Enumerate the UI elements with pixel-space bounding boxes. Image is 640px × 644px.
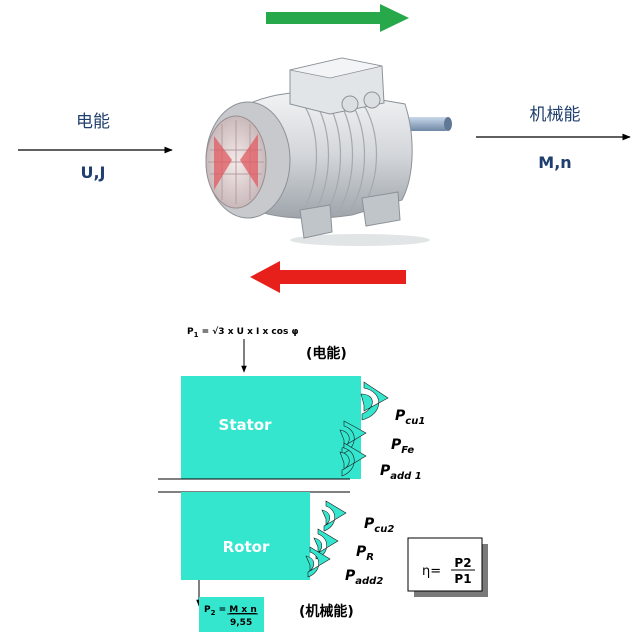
stator-block bbox=[181, 376, 361, 479]
loss-arrow-pcu2 bbox=[321, 500, 347, 532]
loss-label-pcu2: Pcu2 bbox=[364, 516, 394, 535]
loss-label-pcu1: Pcu1 bbox=[395, 408, 425, 427]
input-symbol: U,J bbox=[80, 163, 105, 182]
svg-text:P2 = M x n: P2 = M x n bbox=[204, 605, 257, 617]
loss-label-pfe: PFe bbox=[391, 437, 414, 456]
svg-text:P1 = √3 x U x I x cos φ: P1 = √3 x U x I x cos φ bbox=[187, 326, 298, 339]
eta-numerator: P2 bbox=[454, 556, 471, 570]
loss-arrow-padd1 bbox=[339, 442, 367, 477]
green-arrow bbox=[266, 4, 409, 32]
loss-label-padd2: Padd2 bbox=[345, 568, 383, 587]
p2-formula-box: P2 = M x n 9,55 bbox=[199, 597, 264, 632]
input-energy-tag: (电能) bbox=[306, 345, 347, 362]
rotor-block bbox=[181, 492, 310, 580]
loss-arrow-padd2 bbox=[305, 546, 331, 578]
input-energy-label: 电能 bbox=[76, 112, 110, 132]
stator-label: Stator bbox=[219, 416, 273, 434]
eta-denominator: P1 bbox=[454, 572, 471, 586]
red-arrow bbox=[250, 261, 406, 293]
loss-arrow-pcu1 bbox=[360, 381, 389, 421]
efficiency-box: η= P2 P1 bbox=[407, 537, 488, 597]
output-symbol: M,n bbox=[538, 153, 571, 172]
eta-symbol: η= bbox=[422, 564, 441, 579]
output-energy-label: 机械能 bbox=[530, 105, 581, 125]
loss-label-pr: PR bbox=[356, 544, 374, 563]
output-energy-tag: (机械能) bbox=[299, 603, 354, 620]
svg-text:9,55: 9,55 bbox=[230, 618, 252, 628]
motor-image bbox=[205, 57, 452, 246]
p1-formula: P1 = √3 x U x I x cos φ bbox=[187, 326, 298, 339]
rotor-label: Rotor bbox=[223, 538, 270, 556]
loss-label-padd1: Padd 1 bbox=[380, 463, 422, 482]
